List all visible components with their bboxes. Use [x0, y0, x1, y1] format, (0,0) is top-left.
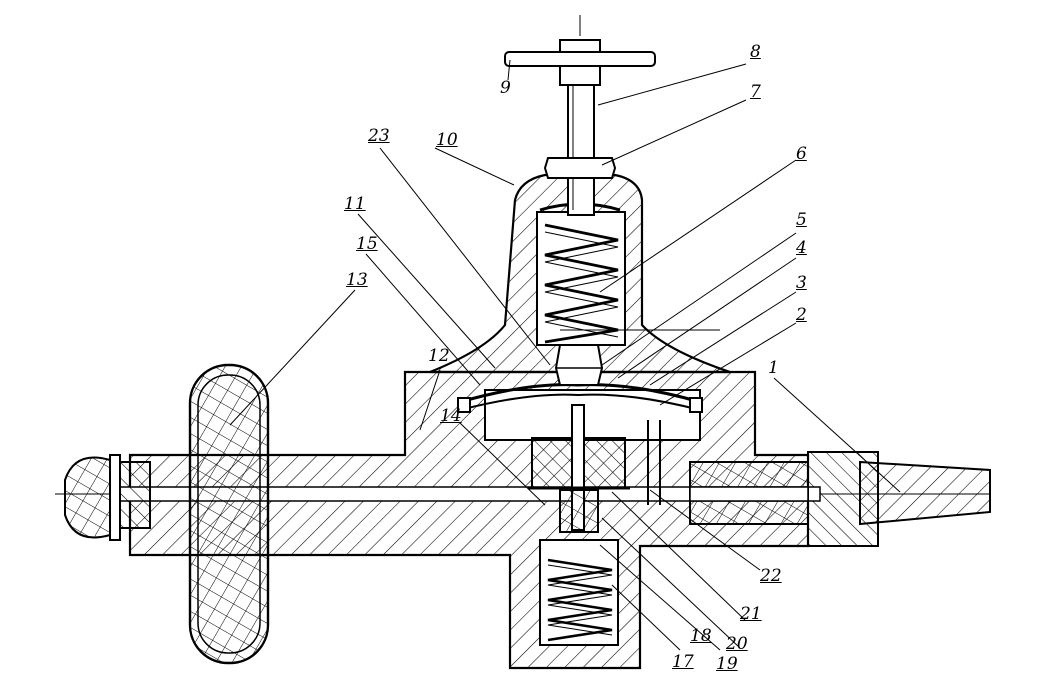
label-11: 11 — [344, 194, 366, 214]
label-20: 20 — [726, 634, 748, 654]
label-2: 2 — [796, 305, 807, 325]
label-5: 5 — [796, 210, 807, 230]
label-8: 8 — [750, 42, 761, 62]
label-23: 23 — [368, 126, 390, 146]
label-13: 13 — [346, 270, 368, 290]
diaphragm-nut — [554, 344, 604, 386]
label-22: 22 — [760, 566, 782, 586]
label-1: 1 — [768, 358, 779, 378]
handwheel — [188, 363, 270, 665]
label-12: 12 — [428, 346, 450, 366]
t-handle — [504, 51, 656, 67]
label-15: 15 — [356, 234, 378, 254]
label-10: 10 — [436, 130, 458, 150]
leader-lines — [229, 59, 901, 651]
valve-plug — [559, 489, 599, 533]
label-19: 19 — [716, 654, 738, 674]
lock-nut — [543, 157, 617, 179]
label-21: 21 — [740, 604, 762, 624]
label-6: 6 — [796, 144, 807, 164]
upper-spring — [544, 223, 619, 344]
label-17: 17 — [672, 652, 694, 672]
label-9: 9 — [500, 78, 511, 98]
label-14: 14 — [440, 406, 462, 426]
label-4: 4 — [796, 238, 807, 258]
lower-spring — [547, 558, 613, 642]
label-3: 3 — [796, 273, 807, 293]
label-7: 7 — [750, 82, 761, 102]
outlet-pipe — [807, 451, 991, 547]
valve-chamber — [484, 389, 701, 441]
inlet-fitting — [64, 454, 151, 541]
label-18: 18 — [690, 626, 712, 646]
